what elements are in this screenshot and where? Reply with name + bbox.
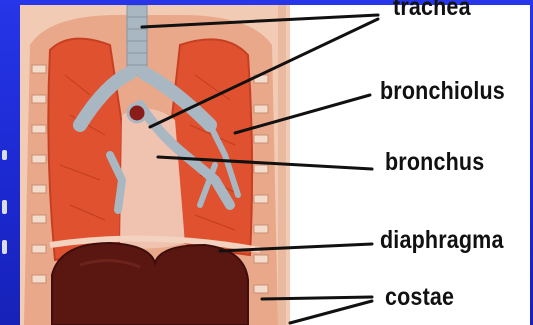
trachea-label: trachea — [393, 0, 471, 22]
costae-label: costae — [385, 283, 454, 312]
bronchiolus-label: bronchiolus — [380, 77, 505, 106]
slide-edge-mark — [2, 240, 7, 254]
liver — [52, 243, 248, 325]
vessel-ring — [128, 104, 146, 122]
left-lung — [48, 39, 122, 260]
slide-edge-mark — [2, 200, 7, 214]
diaphragma-label: diaphragma — [380, 226, 504, 255]
costae-pointer-line — [262, 297, 372, 299]
bronchus-label: bronchus — [385, 148, 484, 177]
slide-edge-mark — [2, 150, 7, 160]
